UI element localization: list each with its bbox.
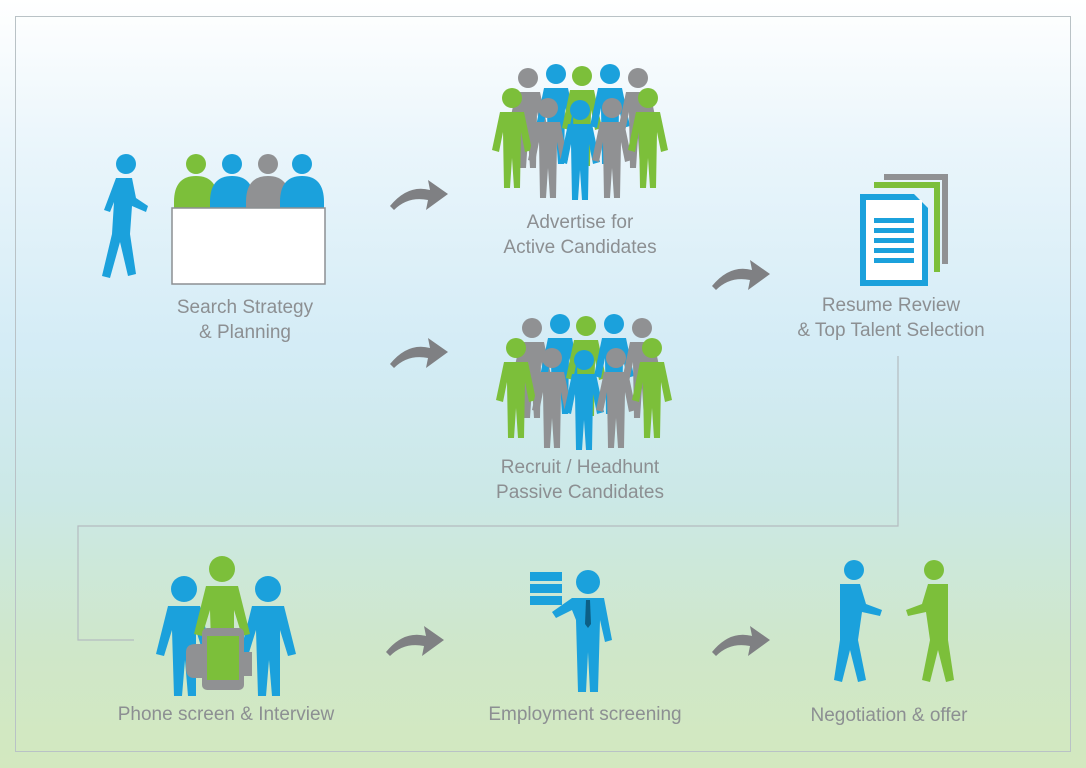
businessman-with-file-icon (530, 570, 612, 692)
group-with-phone-icon (156, 556, 296, 696)
arrow-icon (390, 180, 448, 210)
documents-icon (860, 174, 948, 286)
step-phone-label: Phone screen & Interview (96, 702, 356, 727)
step-advertise-line2: Active Candidates (503, 237, 657, 258)
arrow-icon (386, 626, 444, 656)
step-employment-label: Employment screening (470, 702, 700, 727)
arrow-icon (712, 260, 770, 290)
outer-frame (15, 16, 1071, 752)
crowd-icon (492, 64, 668, 200)
arrow-icon (390, 338, 448, 368)
step-recruit-line1: Recruit / Headhunt (500, 457, 660, 478)
step-employment-line1: Employment screening (488, 704, 682, 725)
step-advertise-line1: Advertise for (526, 212, 634, 233)
step-recruit-label: Recruit / Headhunt Passive Candidates (480, 455, 680, 505)
step-phone-line1: Phone screen & Interview (117, 704, 335, 725)
step-negotiation-line1: Negotiation & offer (810, 705, 968, 726)
step-recruit-line2: Passive Candidates (496, 482, 664, 503)
step-negotiation-label: Negotiation & offer (784, 703, 994, 728)
team-meeting-icon (102, 154, 326, 285)
step-resume-label: Resume Review & Top Talent Selection (780, 293, 1002, 343)
handshake-icon (834, 560, 954, 682)
step-resume-line1: Resume Review (821, 295, 961, 316)
crowd-icon (496, 314, 672, 450)
step-advertise-label: Advertise for Active Candidates (480, 210, 680, 260)
step-resume-line2: & Top Talent Selection (797, 320, 985, 341)
step-search-line1: Search Strategy (176, 297, 314, 318)
table-shape (171, 207, 326, 285)
step-search-line2: & Planning (199, 322, 291, 343)
step-search-label: Search Strategy & Planning (150, 295, 340, 345)
arrow-icon (712, 626, 770, 656)
